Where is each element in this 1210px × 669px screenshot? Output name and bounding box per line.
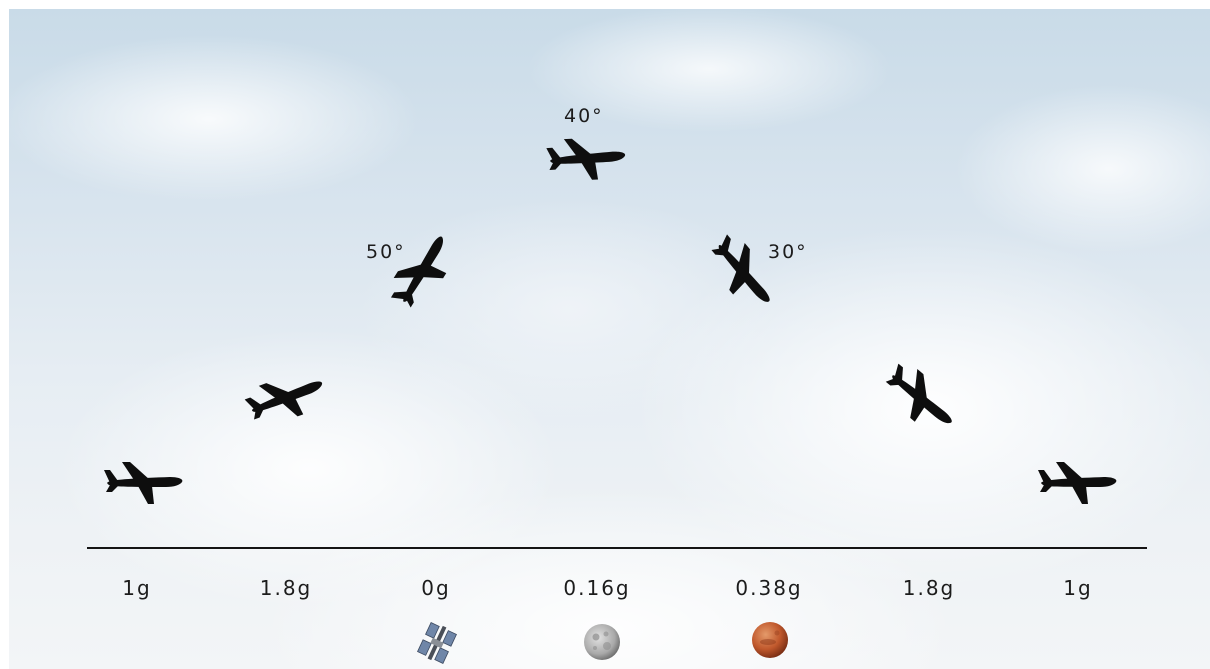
airplane-icon — [545, 136, 627, 183]
gravity-label: 1.8g — [902, 576, 956, 600]
gravity-label: 0.38g — [735, 576, 803, 600]
apex-angle-label: 40° — [564, 105, 604, 127]
airplane-icon — [384, 226, 462, 316]
gravity-label: 0g — [421, 576, 451, 600]
gravity-label: 1g — [122, 576, 152, 600]
airplane-icon — [1038, 462, 1117, 504]
gravity-label: 0.16g — [563, 576, 631, 600]
space-station-icon — [417, 622, 457, 664]
timeline-axis — [87, 547, 1147, 549]
moon-icon — [584, 624, 620, 660]
mars-icon — [752, 622, 788, 658]
parabolic-flight-diagram: 50° 40° 30° 1g 1.8g 0g 0.16g 0.38g 1.8g … — [9, 9, 1210, 669]
gravity-label: 1.8g — [259, 576, 313, 600]
airplane-icon — [876, 357, 964, 440]
climb-angle-label: 50° — [366, 241, 406, 263]
gravity-label: 1g — [1063, 576, 1093, 600]
airplane-icon — [241, 365, 330, 432]
airplane-icon — [104, 462, 183, 504]
dive-angle-label: 30° — [768, 241, 808, 263]
